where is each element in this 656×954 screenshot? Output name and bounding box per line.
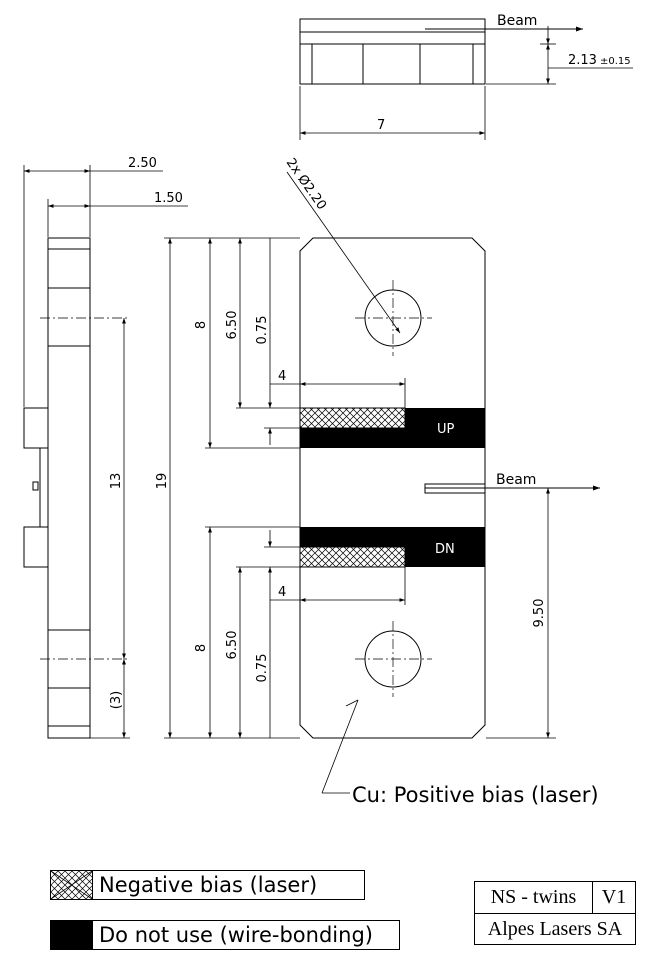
- side-view-body: [47, 237, 91, 739]
- dim-beam-height: 9.50: [532, 599, 547, 628]
- dim-height-top-view: 2.13: [568, 53, 597, 68]
- beam-label-top: Beam: [497, 13, 537, 29]
- dim-dn-zone-075: 0.75: [255, 654, 270, 683]
- dim-up-zone-075: 0.75: [255, 316, 270, 345]
- hatch-swatch: [51, 871, 93, 899]
- version: V1: [601, 886, 627, 908]
- dim-side-step: 1.50: [154, 191, 183, 206]
- pad-label-up: UP: [437, 422, 455, 437]
- dim-width-top-view: 7: [377, 118, 385, 133]
- dim-side-hole-spacing: 13: [109, 473, 124, 490]
- dim-up-pad-width: 4: [278, 369, 286, 384]
- top-view-body: [299, 18, 486, 85]
- dim-up-zone-650: 6.50: [225, 311, 240, 340]
- title-block: NS - twins V1 Alpes Lasers SA: [474, 881, 636, 945]
- front-view: 2x Ø2.20 UP DN Beam 19 8 6.50 0.75 4: [155, 156, 600, 807]
- dn-hatched-zone: [299, 546, 406, 568]
- hole-callout: 2x Ø2.20: [283, 156, 329, 213]
- company-name: Alpes Lasers SA: [487, 917, 623, 940]
- dim-dn-zone-8: 8: [194, 644, 209, 652]
- side-view: 2.50 1.50 13 (3): [23, 156, 188, 739]
- legend-negative-bias: Negative bias (laser): [50, 870, 365, 900]
- dim-side-hole-offset: (3): [109, 691, 124, 709]
- legend-negative-label: Negative bias (laser): [99, 873, 318, 897]
- dim-dn-pad-width: 4: [278, 585, 286, 600]
- legend-do-not-use-label: Do not use (wire-bonding): [99, 923, 373, 947]
- dim-dn-zone-650: 6.50: [225, 631, 240, 660]
- top-view: Beam 2.13 ±0.15 7: [299, 13, 633, 140]
- beam-label-mid: Beam: [496, 472, 536, 488]
- legend-do-not-use: Do not use (wire-bonding): [50, 920, 400, 950]
- dim-total-length: 19: [155, 473, 170, 490]
- dim-height-tolerance: ±0.15: [600, 56, 631, 67]
- dim-side-total-thickness: 2.50: [128, 156, 157, 171]
- cu-note: Cu: Positive bias (laser): [352, 783, 599, 807]
- pad-label-dn: DN: [435, 542, 455, 557]
- up-black-pad: [300, 408, 485, 448]
- product-name: NS - twins: [475, 882, 593, 913]
- black-swatch: [51, 921, 93, 949]
- dim-up-zone-8: 8: [194, 321, 209, 329]
- up-hatched-zone: [299, 407, 406, 429]
